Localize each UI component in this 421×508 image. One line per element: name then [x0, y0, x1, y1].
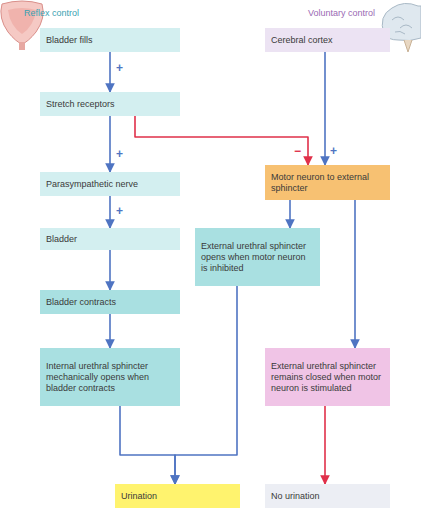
flow-arrow [289, 200, 291, 228]
column-heading: Voluntary control [308, 8, 375, 18]
box-text: Parasympathetic nerve [46, 179, 174, 190]
column-heading: Reflex control [24, 8, 79, 18]
box-text: Internal urethral sphincter mechanically… [46, 361, 174, 394]
process-box: Bladder contracts [40, 290, 180, 314]
box-text: Bladder fills [46, 35, 174, 46]
box-text: External urethral sphincter opens when m… [201, 241, 314, 274]
process-box: Stretch receptors [40, 92, 180, 116]
flow-arrow [324, 52, 326, 165]
process-box: Bladder [40, 228, 180, 250]
box-text: Motor neuron to external sphincter [271, 172, 384, 194]
box-text: Cerebral cortex [271, 35, 384, 46]
box-text: Urination [121, 491, 234, 502]
outcome-box: No urination [265, 484, 390, 508]
sign-label: + [116, 148, 123, 160]
flow-arrow [109, 250, 111, 290]
flow-arrow [120, 406, 175, 484]
result-box: Internal urethral sphincter mechanically… [40, 348, 180, 406]
sign-label: − [294, 145, 301, 157]
box-text: No urination [271, 491, 384, 502]
result-box: External urethral sphincter opens when m… [195, 228, 320, 286]
sign-label: + [116, 205, 123, 217]
process-box: Bladder fills [40, 28, 180, 52]
process-box: Parasympathetic nerve [40, 172, 180, 196]
outcome-box: Urination [115, 484, 240, 508]
box-text: Bladder [46, 234, 174, 245]
flow-arrow [354, 200, 356, 348]
process-box: Cerebral cortex [265, 28, 390, 52]
box-text: Stretch receptors [46, 99, 174, 110]
sign-label: + [116, 62, 123, 74]
process-box: Motor neuron to external sphincter [265, 165, 390, 200]
flow-arrow [109, 116, 111, 172]
sign-label: + [330, 145, 337, 157]
flow-arrow [175, 286, 237, 484]
flow-arrow [109, 314, 111, 348]
flow-arrow [109, 52, 111, 92]
flow-arrow [135, 116, 308, 165]
result-box: External urethral sphincter remains clos… [265, 348, 390, 406]
flow-arrow [109, 196, 111, 228]
box-text: Bladder contracts [46, 297, 174, 308]
flow-arrow [324, 406, 326, 484]
box-text: External urethral sphincter remains clos… [271, 361, 384, 394]
